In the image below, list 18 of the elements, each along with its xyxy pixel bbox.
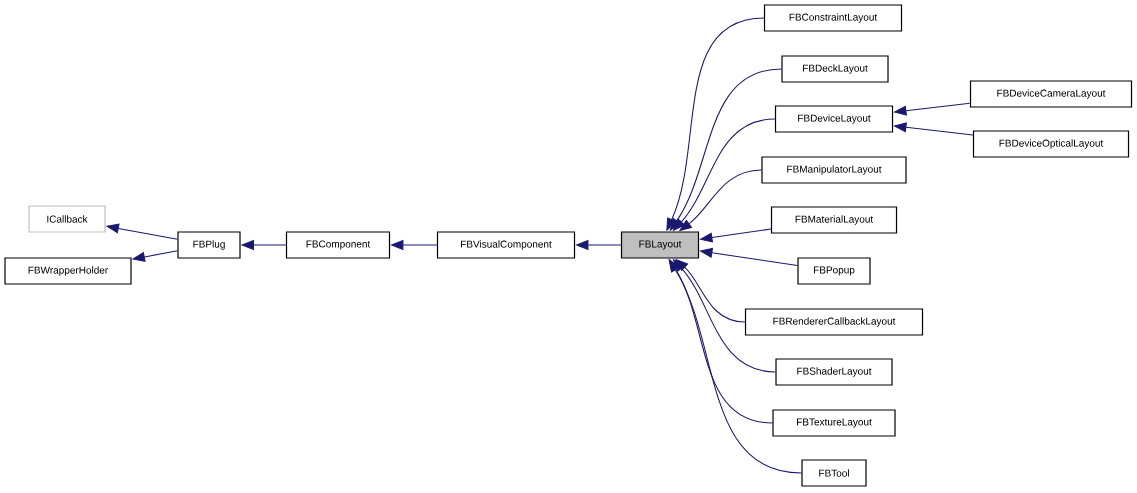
- class-box: FBDeviceOpticalLayout: [972, 130, 1130, 158]
- class-box: FBTool: [801, 459, 867, 487]
- class-box: FBRendererCallbackLayout: [744, 308, 924, 336]
- class-box: FBComponent: [285, 231, 391, 259]
- class-box: FBPlug: [177, 231, 241, 259]
- class-box: FBLayout: [620, 231, 700, 259]
- class-box: FBPopup: [797, 257, 871, 285]
- class-box: FBDeviceLayout: [774, 105, 894, 133]
- class-box: FBTextureLayout: [772, 409, 896, 437]
- class-box: FBDeckLayout: [781, 55, 889, 83]
- class-box: FBVisualComponent: [436, 231, 576, 259]
- class-box: FBManipulatorLayout: [761, 156, 907, 184]
- class-box: FBShaderLayout: [775, 358, 893, 386]
- class-box: FBWrapperHolder: [4, 257, 132, 285]
- class-box: FBMaterialLayout: [770, 206, 898, 234]
- class-box: ICallback: [28, 205, 106, 233]
- class-box: FBDeviceCameraLayout: [969, 80, 1133, 108]
- class-box: FBConstraintLayout: [763, 4, 903, 32]
